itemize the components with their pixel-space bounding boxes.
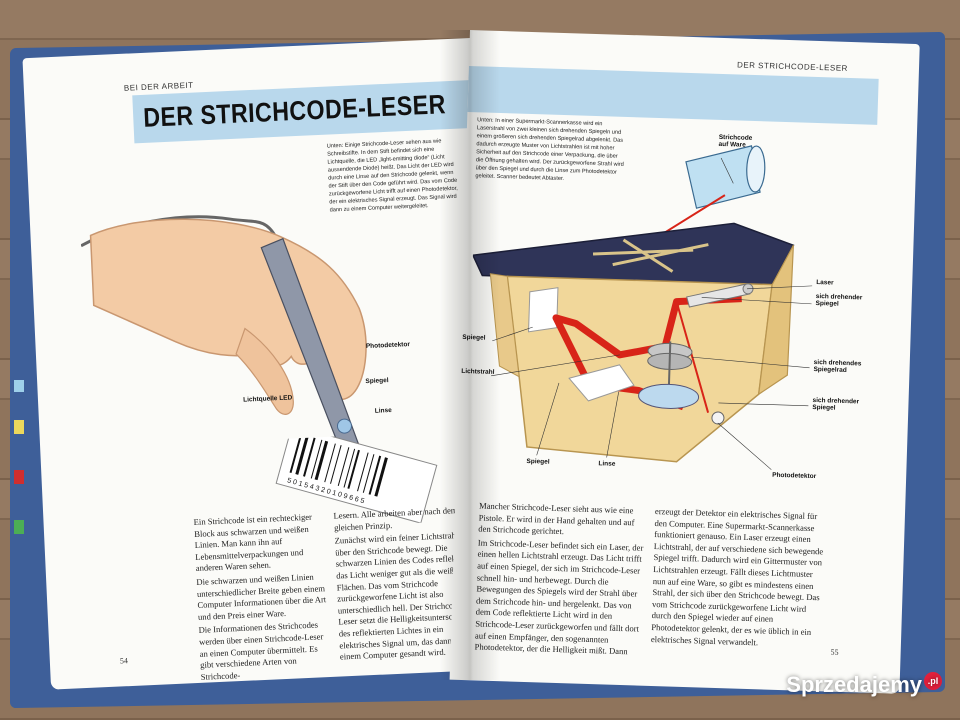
item-can (685, 145, 766, 209)
page-edge-stripe (14, 520, 24, 534)
pen-mirror (336, 418, 352, 434)
barcode-bar (324, 443, 336, 483)
label-mirror-wheel: sich drehendes Spiegelrad (813, 358, 862, 374)
barcode-bar (374, 457, 388, 497)
label-lens: Linse (598, 460, 616, 468)
label-mirror-bottom: Spiegel (526, 457, 550, 466)
lens-disk (638, 383, 700, 409)
label-rotating-mirror-1: sich drehender Spiegel (815, 292, 863, 308)
paragraph: Im Strichcode-Leser befindet sich ein La… (474, 537, 644, 657)
header-band (467, 65, 879, 125)
page-title: DER STRICHCODE-LESER (142, 89, 447, 133)
page-edge-stripe (14, 420, 24, 434)
barcode-label: 5 0 1 5 4 3 2 0 1 0 9 6 6 5 (275, 431, 438, 524)
scanner-box-side (757, 244, 794, 396)
barcode-bar (362, 454, 375, 493)
barcode-bar (310, 439, 323, 479)
barcode-bar (343, 448, 356, 488)
watermark-badge: .pl (924, 671, 942, 690)
text-column-1: Ein Strichcode ist ein rechteckiger Bloc… (193, 511, 331, 685)
paragraph: erzeugt der Detektor ein elektrisches Si… (650, 506, 824, 647)
text-column-1: Mancher Strichcode-Leser sieht aus wie e… (474, 501, 647, 661)
barcode-bar (289, 433, 303, 473)
paragraph: Die Informationen des Strichcodes werden… (198, 619, 324, 682)
watermark-text: Sprzedajemy (786, 672, 922, 697)
paragraph: Mancher Strichcode-Leser sieht aus wie e… (478, 500, 635, 537)
barcode-bar (337, 447, 350, 487)
barcode-bar (347, 449, 360, 489)
barcode-bar (303, 437, 316, 477)
label-light-beam: Lichtstrahl (461, 367, 495, 376)
label-barcode-on-item: Strichcode auf Ware (718, 133, 753, 149)
laser-unit (686, 283, 754, 308)
label-laser: Laser (816, 279, 834, 287)
page-edge-stripe (14, 380, 24, 392)
label-mirror-left: Spiegel (462, 333, 486, 342)
page-edge-stripe (14, 470, 24, 484)
barcode-bar (357, 452, 369, 492)
page-number: 55 (830, 647, 839, 657)
label-lens: Linse (374, 406, 392, 415)
photodetector-part (711, 411, 725, 425)
mirror-panel (528, 287, 559, 333)
paragraph: Die schwarzen und weißen Linien untersch… (196, 571, 327, 622)
right-page: DER STRICHCODE-LESER Unten: In einer Sup… (449, 30, 920, 694)
scanner-illustration (471, 145, 813, 470)
label-rotating-mirror-2: sich drehender Spiegel (812, 396, 860, 412)
finger (235, 327, 294, 415)
barcode-bar (330, 445, 342, 484)
section-header: DER STRICHCODE-LESER (736, 60, 849, 73)
barcode-bar (368, 455, 382, 495)
barcode-bar (314, 440, 329, 481)
scanner-glass (471, 222, 795, 286)
page-number: 54 (119, 656, 129, 666)
left-page: BEI DER ARBEIT DER STRICHCODE-LESER Unte… (22, 38, 499, 690)
inner-mirror (568, 364, 635, 402)
label-photodetector: Photodetektor (772, 471, 817, 481)
label-mirror: Spiegel (365, 377, 389, 386)
barcode-bar (295, 435, 309, 475)
text-column-2: erzeugt der Detektor ein elektrisches Si… (651, 506, 825, 652)
section-header: BEI DER ARBEIT (123, 80, 194, 93)
watermark: Sprzedajemy.pl (786, 671, 942, 698)
paragraph: Ein Strichcode ist ein rechteckiger Bloc… (193, 511, 313, 574)
